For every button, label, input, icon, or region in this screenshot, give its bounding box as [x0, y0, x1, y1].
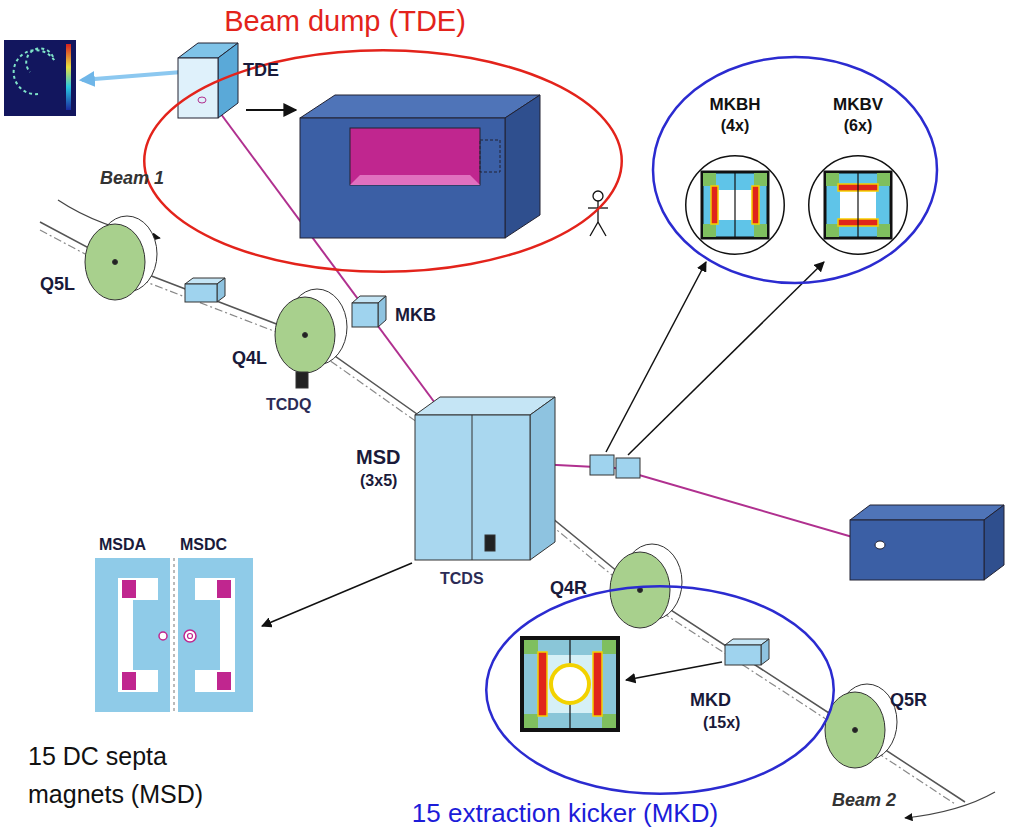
part-label: (3x5) [360, 472, 397, 490]
septum-cross-section [95, 558, 253, 712]
part-label: MSDA [99, 536, 146, 554]
outline-ellipse [486, 586, 834, 794]
node-label: 15 extraction kicker (MKD) [412, 799, 718, 829]
zoom-arrow [606, 262, 706, 452]
outline-ellipse [686, 156, 785, 255]
dump-block-section [300, 95, 540, 238]
kicker-cross-section [702, 172, 768, 238]
part-label: 15 DC septa magnets (MSD) [28, 738, 243, 813]
dump-block [850, 505, 1004, 580]
node-label: (6x) [844, 117, 872, 135]
part-label: TCDS [440, 570, 484, 588]
node-outline [143, 49, 623, 273]
magnet-circle: MKBH(4x) [685, 155, 785, 255]
part-label: TDE [243, 60, 279, 81]
kicker-cross-section [522, 638, 618, 730]
extracted-beam [500, 462, 880, 545]
person-scale [588, 191, 608, 236]
part-label: Beam 1 [100, 168, 164, 189]
beam-direction [905, 792, 995, 818]
node-outline [685, 155, 785, 255]
node-label: MKBH [710, 95, 761, 115]
beam-line [40, 230, 955, 804]
outline-ellipse [809, 156, 908, 255]
kicker-cross-section [825, 172, 891, 238]
dump-block [178, 43, 238, 118]
part-label: TCDQ [266, 396, 311, 414]
septum-magnet-block [415, 397, 555, 560]
part-label: Q4L [232, 348, 267, 369]
part-label: MKB [395, 305, 436, 326]
zoom-arrow [246, 109, 296, 111]
node-outline [485, 585, 835, 795]
part-label: MKD [690, 690, 731, 711]
part-label: MSD [356, 446, 400, 469]
part-label: (15x) [703, 714, 740, 732]
dilution-kicker [590, 455, 640, 478]
part-label: MSDC [180, 536, 227, 554]
extraction-kicker [725, 639, 769, 665]
pointer-arrow [82, 72, 182, 80]
kicker-region-outline: 15 extraction kicker (MKD) [485, 585, 835, 795]
zoom-arrow [262, 563, 412, 626]
node-label: Beam dump (TDE) [224, 5, 466, 38]
outline-ellipse [144, 50, 622, 272]
zoom-arrow [626, 662, 722, 680]
node-label: MKBV [833, 95, 883, 115]
node-outline [808, 155, 908, 255]
part-label: Beam 2 [832, 790, 896, 811]
dump-region-outline: Beam dump (TDE) [143, 49, 623, 273]
magnet-circle: MKBV(6x) [808, 155, 908, 255]
node-label: (4x) [721, 117, 749, 135]
part-label: Q4R [550, 578, 587, 599]
beam-line [40, 222, 965, 802]
part-label: Q5L [40, 274, 75, 295]
zoom-arrow [628, 262, 824, 455]
quadrupole-magnet [85, 216, 897, 768]
part-label: Q5R [890, 690, 927, 711]
dump-footprint-image [4, 40, 76, 116]
beam-element [185, 278, 386, 388]
zoom-region [653, 57, 937, 283]
